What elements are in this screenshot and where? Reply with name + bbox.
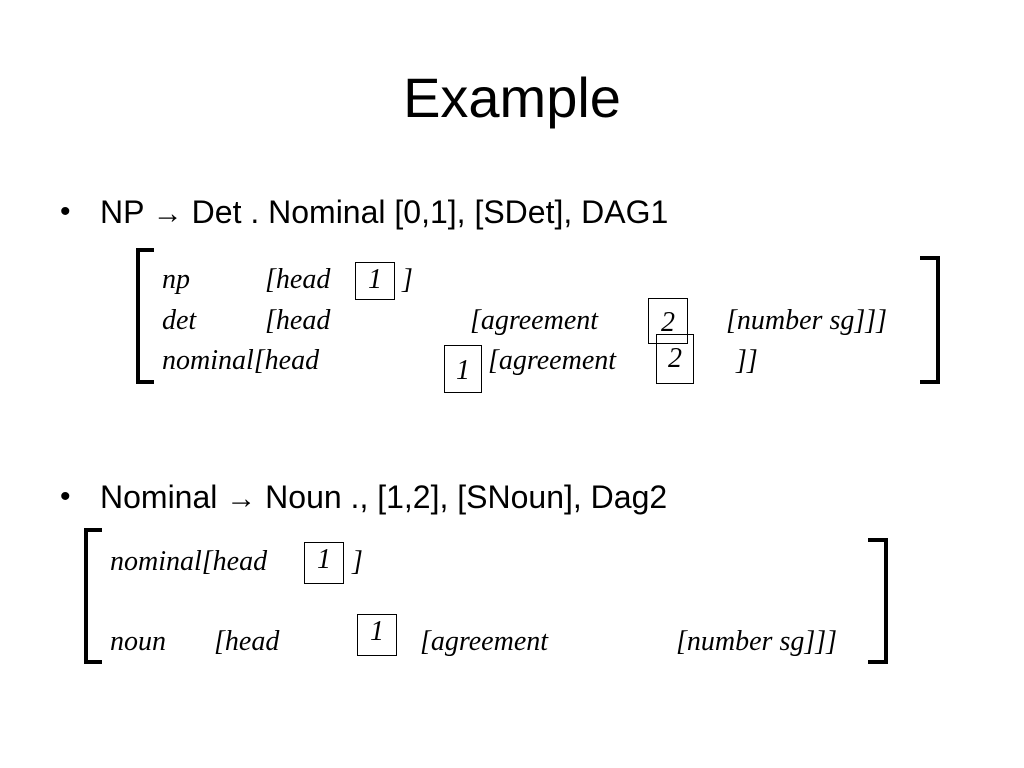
feature-label: ] — [402, 264, 413, 295]
rule-rhs: Det . Nominal [0,1], [SDet], DAG1 — [191, 194, 669, 230]
feature-label: ] — [352, 546, 363, 577]
right-bracket — [920, 256, 940, 384]
rule-lhs: Nominal — [100, 479, 218, 515]
arrow-right-icon: → — [152, 197, 183, 230]
feature-label: [number sg]]] — [676, 626, 838, 657]
rule-lhs: NP — [100, 194, 144, 230]
reentrancy-tag: 1 — [444, 345, 482, 393]
feature-label: [head — [265, 305, 331, 336]
arrow-right-icon: → — [226, 482, 257, 515]
left-bracket — [84, 528, 102, 664]
reentrancy-tag: 2 — [656, 334, 694, 384]
feature-label: [agreement — [470, 305, 599, 336]
grammar-rule-2: Nominal → Noun ., [1,2], [SNoun], Dag2 — [100, 477, 667, 519]
reentrancy-tag: 1 — [304, 542, 344, 584]
feature-label: np — [162, 264, 190, 295]
reentrancy-tag: 2 — [648, 298, 688, 344]
feature-label: noun — [110, 626, 166, 657]
feature-label: [number sg]]] — [726, 305, 888, 336]
feature-label: nominal[head — [162, 345, 320, 376]
rule-rhs: Noun ., [1,2], [SNoun], Dag2 — [265, 479, 668, 515]
right-bracket — [868, 538, 888, 664]
bullet-marker: • — [60, 195, 71, 228]
reentrancy-tag: 1 — [357, 614, 397, 656]
left-bracket — [136, 248, 154, 384]
bullet-marker: • — [60, 480, 71, 513]
grammar-rule-1: NP → Det . Nominal [0,1], [SDet], DAG1 — [100, 192, 668, 234]
reentrancy-tag: 1 — [355, 262, 395, 300]
feature-label: [head — [214, 626, 280, 657]
feature-label: [agreement — [488, 345, 617, 376]
feature-label: ]] — [736, 345, 758, 376]
feature-label: [head — [265, 264, 331, 295]
feature-label: [agreement — [420, 626, 549, 657]
slide-title: Example — [403, 66, 621, 129]
feature-label: det — [162, 305, 197, 336]
feature-label: nominal[head — [110, 546, 268, 577]
